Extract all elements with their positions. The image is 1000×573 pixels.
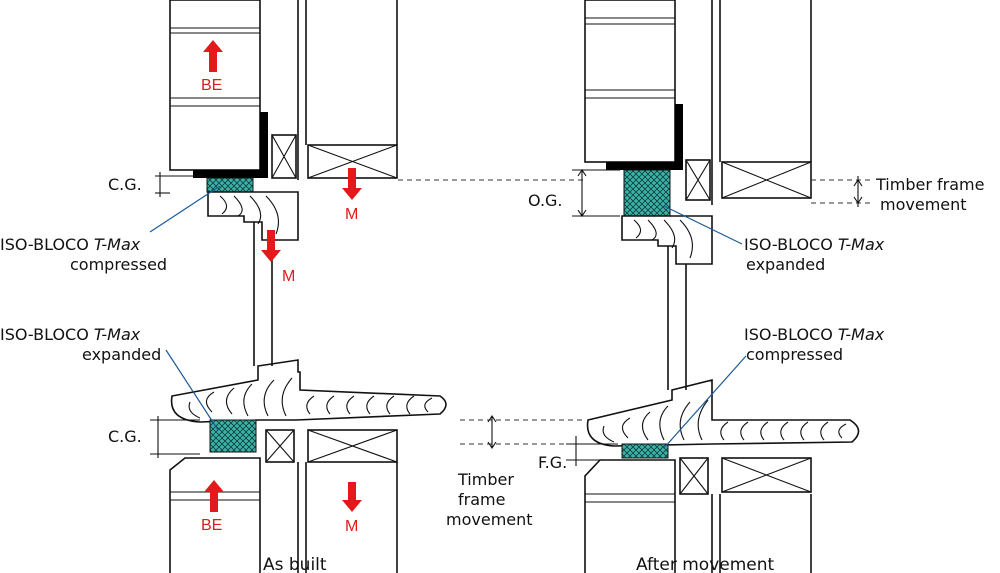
callout-left-top: ISO-BLOCO T-Max compressed — [0, 185, 221, 274]
be-label-top: BE — [201, 77, 222, 94]
fg-label: F.G. — [538, 453, 567, 472]
right-top-product-italic: T-Max — [838, 235, 885, 254]
as-built-section — [169, 0, 447, 573]
callout-left-bottom: ISO-BLOCO T-Max expanded — [0, 325, 219, 431]
tape-expanded-right — [623, 169, 671, 217]
svg-text:ISO-BLOCO T-Max: ISO-BLOCO T-Max — [0, 325, 141, 344]
m-label-1: M — [345, 206, 358, 223]
arrow-m-down-1: M — [342, 168, 362, 223]
callout-right-top: ISO-BLOCO T-Max expanded — [663, 205, 885, 274]
fg-dimension: F.G. — [538, 436, 618, 472]
be-label-bottom: BE — [201, 517, 222, 534]
cg-bottom-label: C.G. — [108, 427, 142, 446]
svg-text:ISO-BLOCO T-Max: ISO-BLOCO T-Max — [744, 235, 885, 254]
right-bottom-product: ISO-BLOCO — [744, 325, 838, 344]
after-movement-section — [584, 0, 860, 573]
left-top-state: compressed — [70, 255, 167, 274]
timber-center-2: frame — [458, 490, 505, 509]
left-bottom-state: expanded — [82, 345, 161, 364]
arrow-m-down-3: M — [342, 482, 362, 535]
left-top-product: ISO-BLOCO — [0, 235, 94, 254]
timber-center-3: movement — [446, 510, 533, 529]
left-top-product-italic: T-Max — [94, 235, 141, 254]
timber-frame-movement-right-2: movement — [880, 195, 967, 214]
left-bottom-product: ISO-BLOCO — [0, 325, 94, 344]
right-bottom-product-italic: T-Max — [838, 325, 885, 344]
og-label: O.G. — [528, 191, 563, 210]
cg-top-dimension: C.G. — [108, 172, 204, 197]
sill-profile-right — [586, 378, 860, 447]
m-label-3: M — [345, 518, 358, 535]
right-top-state: expanded — [746, 255, 825, 274]
sill-profile — [170, 359, 447, 423]
arrow-be-up-bottom: BE — [201, 480, 224, 534]
svg-text:ISO-BLOCO T-Max: ISO-BLOCO T-Max — [0, 235, 141, 254]
caption-as-built: As built — [263, 555, 327, 573]
steel-angle-right — [606, 104, 683, 170]
right-bottom-state: compressed — [746, 345, 843, 364]
head-frame-profile-right — [621, 215, 713, 265]
lower-sash — [169, 457, 261, 573]
cg-top-label: C.G. — [108, 175, 142, 194]
timber-frame-movement-right: Timber frame movement — [811, 175, 984, 214]
callout-right-bottom: ISO-BLOCO T-Max compressed — [663, 325, 885, 449]
tape-compressed-right — [621, 443, 669, 459]
m-label-2: M — [282, 268, 295, 285]
caption-after-movement: After movement — [636, 555, 775, 573]
upper-sash-right — [584, 0, 676, 163]
svg-text:ISO-BLOCO T-Max: ISO-BLOCO T-Max — [744, 325, 885, 344]
cg-bottom-dimension: C.G. — [108, 416, 200, 458]
timber-frame-movement-right-1: Timber frame — [875, 175, 984, 194]
arrow-be-up-top: BE — [201, 40, 223, 94]
timber-movement-center-dimension: Timber frame movement — [446, 415, 533, 529]
steel-angle — [193, 112, 268, 178]
og-dimension: O.G. — [528, 169, 620, 217]
arrow-m-down-2: M — [261, 230, 295, 285]
right-top-product: ISO-BLOCO — [744, 235, 838, 254]
head-frame-profile — [207, 191, 299, 241]
timber-center-1: Timber — [457, 470, 514, 489]
tape-expanded — [209, 419, 257, 453]
left-bottom-product-italic: T-Max — [94, 325, 141, 344]
